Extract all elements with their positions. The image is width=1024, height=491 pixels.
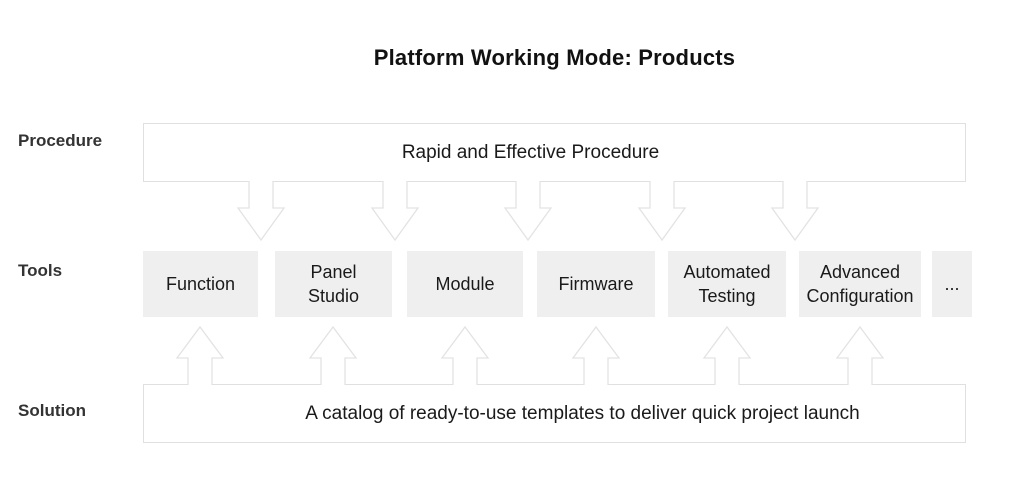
up-arrow-icon xyxy=(308,325,358,385)
down-arrow-icon xyxy=(770,181,820,242)
tool-box-module: Module xyxy=(407,251,523,317)
up-arrow-icon xyxy=(175,325,225,385)
diagram-title: Platform Working Mode: Products xyxy=(373,45,736,70)
procedure-box-text: Rapid and Effective Procedure xyxy=(401,141,660,163)
down-arrow-icon xyxy=(370,181,420,242)
up-arrow-icon xyxy=(835,325,885,385)
row-label-procedure: Procedure xyxy=(18,131,103,150)
up-arrow-icon xyxy=(702,325,752,385)
procedure-box: Rapid and Effective Procedure xyxy=(143,123,966,182)
tool-box-ellipsis: ... xyxy=(932,251,972,317)
row-label-tools: Tools xyxy=(18,261,63,280)
tool-box-panel-studio: Panel Studio xyxy=(275,251,392,317)
tool-box-firmware: Firmware xyxy=(537,251,655,317)
down-arrow-icon xyxy=(637,181,687,242)
solution-box: A catalog of ready-to-use templates to d… xyxy=(143,384,966,443)
tool-box-function: Function xyxy=(143,251,258,317)
down-arrow-icon xyxy=(236,181,286,242)
row-label-solution: Solution xyxy=(18,401,86,420)
tool-box-automated-testing: Automated Testing xyxy=(668,251,786,317)
up-arrow-icon xyxy=(440,325,490,385)
down-arrow-icon xyxy=(503,181,553,242)
solution-box-text: A catalog of ready-to-use templates to d… xyxy=(305,402,860,424)
up-arrow-icon xyxy=(571,325,621,385)
tool-box-advanced-configuration: Advanced Configuration xyxy=(799,251,921,317)
